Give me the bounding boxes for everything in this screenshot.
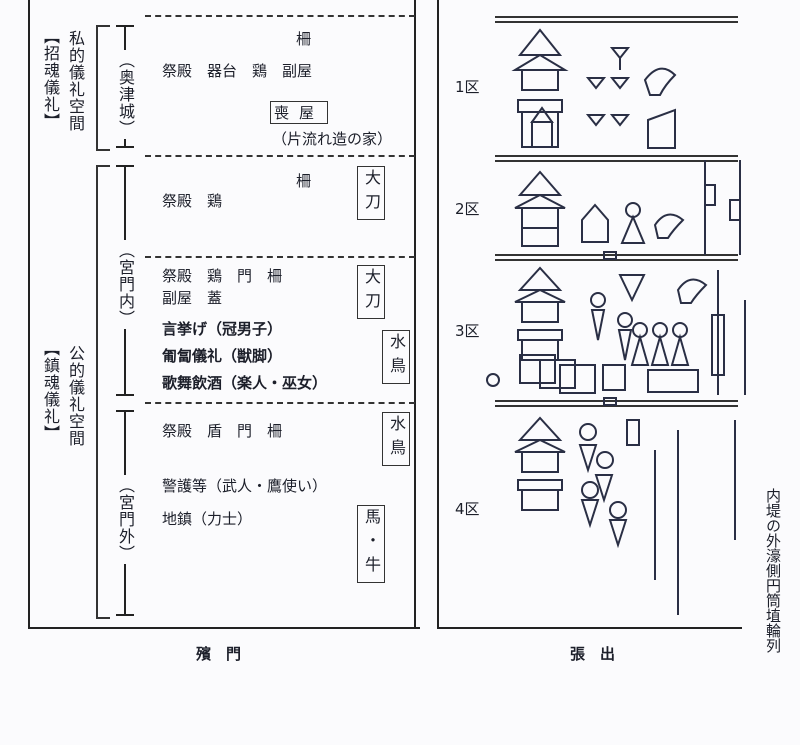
shrine-house-icon — [514, 170, 566, 247]
zone-shelf — [495, 16, 738, 23]
public-space-label: 公的儀礼空間 — [66, 345, 85, 447]
outer-gate-label: （宮門外） — [116, 475, 135, 564]
area-bar-cap — [116, 410, 134, 412]
chicken-icon — [676, 278, 708, 304]
small-houses-icon — [486, 354, 626, 394]
shrine-house-icon — [511, 28, 569, 148]
zone2-items: 祭殿 鶏 — [162, 192, 223, 210]
zone3-row2: 副屋 蓋 — [162, 289, 223, 307]
human-figures-icon — [590, 274, 699, 393]
zone-shelf — [495, 155, 738, 162]
okutsuki-label: （奥津城） — [116, 50, 135, 139]
human-figure-icon — [620, 202, 646, 244]
zone3-row3: 言挙げ（冠男子） — [162, 320, 283, 338]
right-caption: 張 出 — [570, 645, 616, 663]
mourning-house-box: 喪屋 — [270, 101, 329, 124]
public-ritual-label: 【鎮魂儀礼】 — [41, 340, 60, 442]
mourning-house-note: （片流れ造の家） — [272, 130, 393, 148]
right-frame-vertical — [437, 0, 439, 628]
waterfowl-box: 水鳥 — [382, 412, 410, 466]
sword-box: 大刀 — [357, 166, 385, 220]
house-icon — [581, 203, 609, 243]
outer-moat-label: 内堤の外濠側円筒埴輪列 — [764, 488, 782, 653]
house-icon — [530, 106, 554, 148]
gate-marker-icon — [603, 251, 617, 260]
center-divider — [414, 0, 416, 628]
chicken-icon — [643, 67, 677, 96]
inner-gate-label: （宮門内） — [116, 240, 135, 329]
area-bar-cap — [116, 25, 134, 27]
public-bracket — [96, 165, 110, 619]
private-ritual-label: 【招魂儀礼】 — [41, 28, 60, 130]
sword-box: 大刀 — [357, 265, 385, 319]
warrior-figures-icon — [578, 419, 640, 549]
shrine-house-icon — [514, 266, 566, 361]
zone3-row4: 匍匐儀礼（獣脚） — [162, 347, 283, 365]
waterfowl-box: 水鳥 — [382, 330, 410, 384]
divider — [145, 256, 415, 258]
private-bracket — [96, 25, 110, 151]
right-frame-bottom — [437, 627, 742, 629]
horse-cattle-box: 馬・牛 — [357, 505, 385, 583]
private-space-label: 私的儀礼空間 — [66, 30, 85, 132]
left-frame-vertical — [28, 0, 30, 628]
zone3-row1: 祭殿 鶏 門 柵 — [162, 267, 283, 285]
lean-to-house-icon — [647, 108, 676, 149]
zone-1-label: 1区 — [455, 78, 480, 96]
chicken-icon — [653, 213, 685, 239]
area-bar-cap — [116, 146, 134, 148]
area-bar-cap — [116, 394, 134, 396]
zone4-row2: 警護等（武人・鷹使い） — [162, 477, 328, 495]
vessel-stand-icon — [585, 47, 631, 127]
zone4-row3: 地鎮（力士） — [162, 510, 253, 528]
shrine-house-icon — [514, 416, 566, 511]
divider — [145, 15, 415, 17]
zone1-items: 祭殿 器台 鶏 副屋 — [162, 62, 313, 80]
horse-cattle-columns-icon — [654, 420, 736, 615]
zone-3-label: 3区 — [455, 322, 480, 340]
cylinder-haniwa-columns-icon — [711, 270, 746, 395]
divider — [145, 402, 415, 404]
gate-marker-icon — [603, 397, 617, 406]
fence-text: 柵 — [296, 172, 312, 190]
left-caption: 殯 門 — [196, 645, 242, 663]
area-bar-cap — [116, 165, 134, 167]
fence-text: 柵 — [296, 30, 312, 48]
divider — [145, 155, 415, 157]
zone3-row5: 歌舞飲酒（楽人・巫女） — [162, 374, 328, 392]
cylinder-haniwa-column-icon — [704, 160, 741, 255]
zone4-row1: 祭殿 盾 門 柵 — [162, 422, 283, 440]
left-frame-bottom — [28, 627, 420, 629]
zone-2-label: 2区 — [455, 200, 480, 218]
zone-4-label: 4区 — [455, 500, 480, 518]
area-bar-cap — [116, 614, 134, 616]
